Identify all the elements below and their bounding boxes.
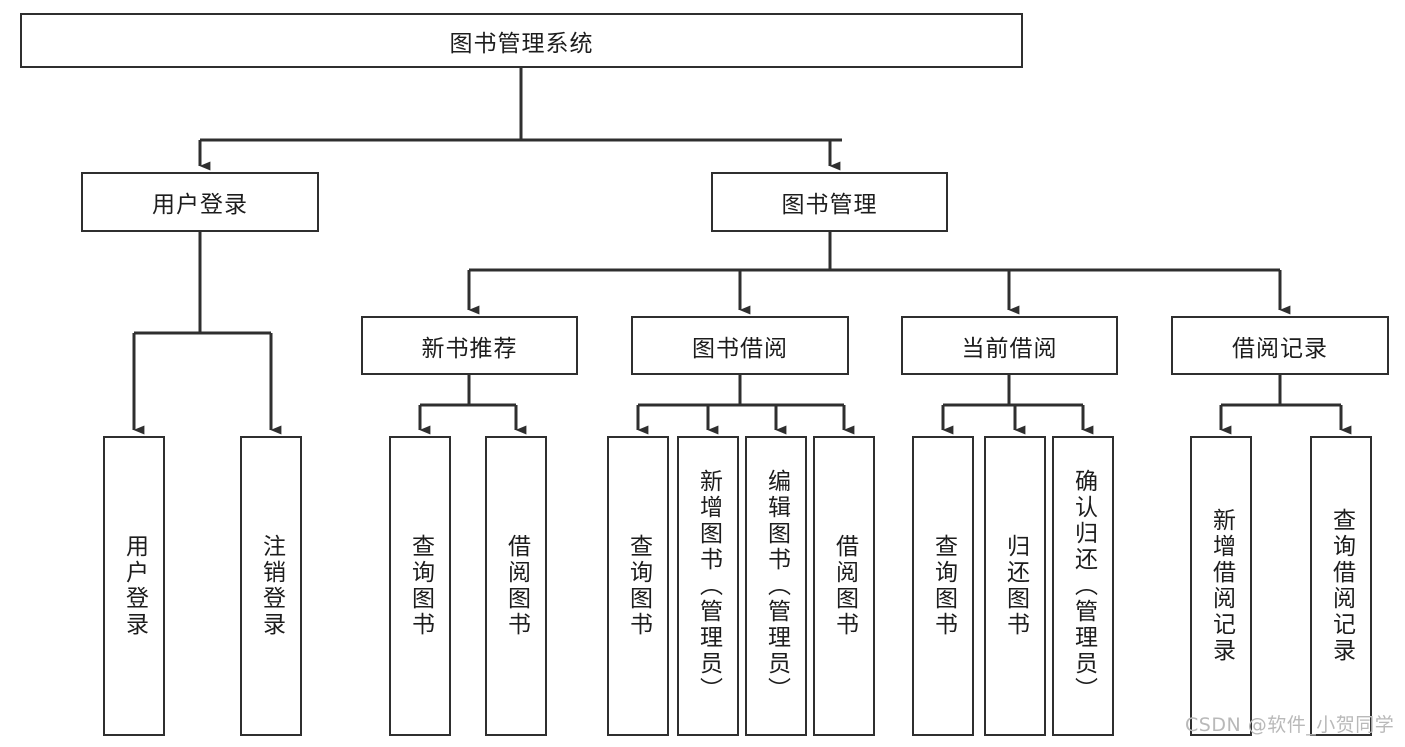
node-book-borrow-label: 图书借阅 <box>692 335 788 362</box>
leaf-user-login-label: 用户登录 <box>121 534 148 638</box>
leaf-query-borrow-record-label: 查询借阅记录 <box>1328 508 1355 664</box>
leaf-borrow-book-recommend[interactable]: 借阅图书 <box>485 436 547 736</box>
leaf-query-book-current-label: 查询图书 <box>930 534 957 638</box>
leaf-query-book-current[interactable]: 查询图书 <box>912 436 974 736</box>
leaf-user-logout-label: 注销登录 <box>258 534 285 638</box>
node-new-book-recommend[interactable]: 新书推荐 <box>361 316 578 375</box>
leaf-add-book-admin[interactable]: 新增图书（管理员） <box>677 436 739 736</box>
node-borrow-records-label: 借阅记录 <box>1232 335 1328 362</box>
csdn-watermark: CSDN @软件_小贺同学 <box>1185 714 1395 736</box>
node-borrow-records[interactable]: 借阅记录 <box>1171 316 1389 375</box>
leaf-query-book-recommend[interactable]: 查询图书 <box>389 436 451 736</box>
leaf-confirm-return-admin[interactable]: 确认归还（管理员） <box>1052 436 1114 736</box>
leaf-query-book-borrow-label: 查询图书 <box>625 534 652 638</box>
leaf-edit-book-admin-label: 编辑图书（管理员） <box>763 469 790 703</box>
leaf-query-borrow-record[interactable]: 查询借阅记录 <box>1310 436 1372 736</box>
node-current-borrow[interactable]: 当前借阅 <box>901 316 1118 375</box>
node-root-label: 图书管理系统 <box>449 30 594 57</box>
leaf-user-login[interactable]: 用户登录 <box>103 436 165 736</box>
node-user-login[interactable]: 用户登录 <box>81 172 319 232</box>
leaf-add-book-admin-label: 新增图书（管理员） <box>695 469 722 703</box>
leaf-edit-book-admin[interactable]: 编辑图书（管理员） <box>745 436 807 736</box>
node-user-login-label: 用户登录 <box>152 192 248 218</box>
node-book-management[interactable]: 图书管理 <box>711 172 948 232</box>
leaf-add-borrow-record-label: 新增借阅记录 <box>1208 508 1235 664</box>
leaf-query-book-recommend-label: 查询图书 <box>407 534 434 638</box>
leaf-query-book-borrow[interactable]: 查询图书 <box>607 436 669 736</box>
node-book-management-label: 图书管理 <box>781 192 878 218</box>
leaf-confirm-return-admin-label: 确认归还（管理员） <box>1070 469 1097 703</box>
leaf-user-logout[interactable]: 注销登录 <box>240 436 302 736</box>
node-current-borrow-label: 当前借阅 <box>961 335 1058 362</box>
leaf-borrow-book[interactable]: 借阅图书 <box>813 436 875 736</box>
leaf-return-book[interactable]: 归还图书 <box>984 436 1046 736</box>
leaf-add-borrow-record[interactable]: 新增借阅记录 <box>1190 436 1252 736</box>
node-book-borrow[interactable]: 图书借阅 <box>631 316 849 375</box>
leaf-borrow-book-recommend-label: 借阅图书 <box>503 534 530 638</box>
node-new-book-recommend-label: 新书推荐 <box>421 335 518 362</box>
leaf-return-book-label: 归还图书 <box>1002 534 1029 638</box>
node-root[interactable]: 图书管理系统 <box>20 13 1023 68</box>
leaf-borrow-book-label: 借阅图书 <box>831 534 858 638</box>
